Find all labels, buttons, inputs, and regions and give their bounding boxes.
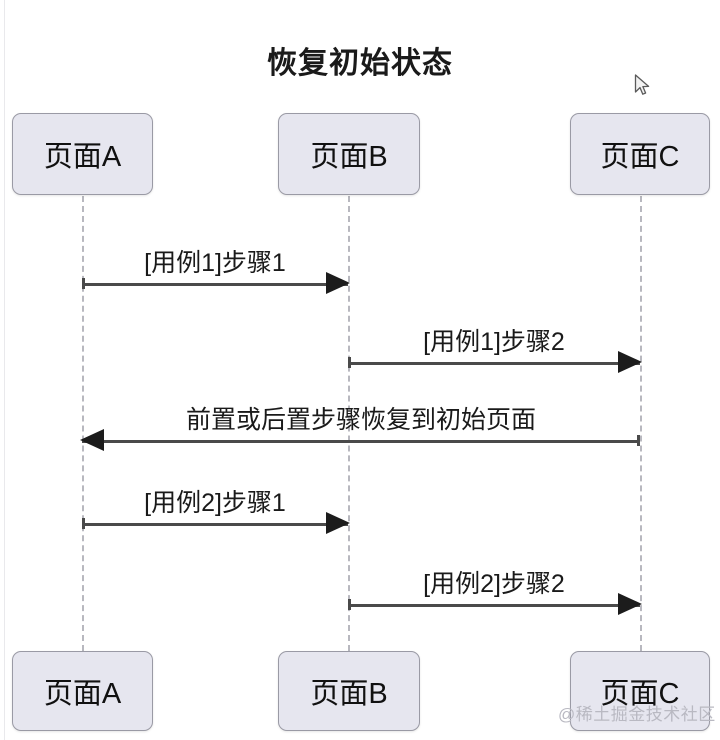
participant-box-page-b-bottom[interactable]: 页面B	[278, 651, 420, 731]
arrow-head-right-icon	[326, 512, 350, 534]
message-4-tail	[82, 518, 85, 529]
participant-box-page-a-top[interactable]: 页面A	[12, 113, 153, 195]
message-1-tail	[82, 278, 85, 289]
message-5-label: [用例2]步骤2	[423, 569, 565, 598]
page-left-edge	[4, 0, 5, 740]
lifeline-page-b	[348, 196, 350, 651]
message-1-label: [用例1]步骤1	[144, 248, 286, 277]
message-3-label: 前置或后置步骤恢复到初始页面	[185, 405, 536, 434]
participant-box-page-a-bottom[interactable]: 页面A	[12, 651, 153, 731]
page-title: 恢复初始状态	[267, 47, 453, 80]
message-1-line	[82, 283, 348, 286]
message-4-label: [用例2]步骤1	[144, 488, 286, 517]
participant-box-page-b-top[interactable]: 页面B	[278, 113, 420, 195]
message-2-tail	[348, 357, 351, 368]
message-5-tail	[348, 599, 351, 610]
arrow-head-right-icon	[618, 351, 642, 373]
message-2-line	[348, 362, 640, 365]
arrow-head-right-icon	[326, 272, 350, 294]
arrow-head-left-icon	[80, 429, 104, 451]
participant-box-page-c-bottom[interactable]: 页面C	[570, 651, 710, 731]
message-5-line	[348, 604, 640, 607]
participant-box-page-c-top[interactable]: 页面C	[570, 113, 710, 195]
message-2-label: [用例1]步骤2	[423, 327, 565, 356]
message-4-line	[82, 523, 348, 526]
watermark: @稀土掘金技术社区	[558, 705, 716, 724]
message-3-tail	[637, 435, 640, 446]
message-3-line	[82, 440, 640, 443]
lifeline-page-c	[640, 196, 642, 651]
arrow-head-right-icon	[618, 593, 642, 615]
lifeline-page-a	[82, 196, 84, 651]
